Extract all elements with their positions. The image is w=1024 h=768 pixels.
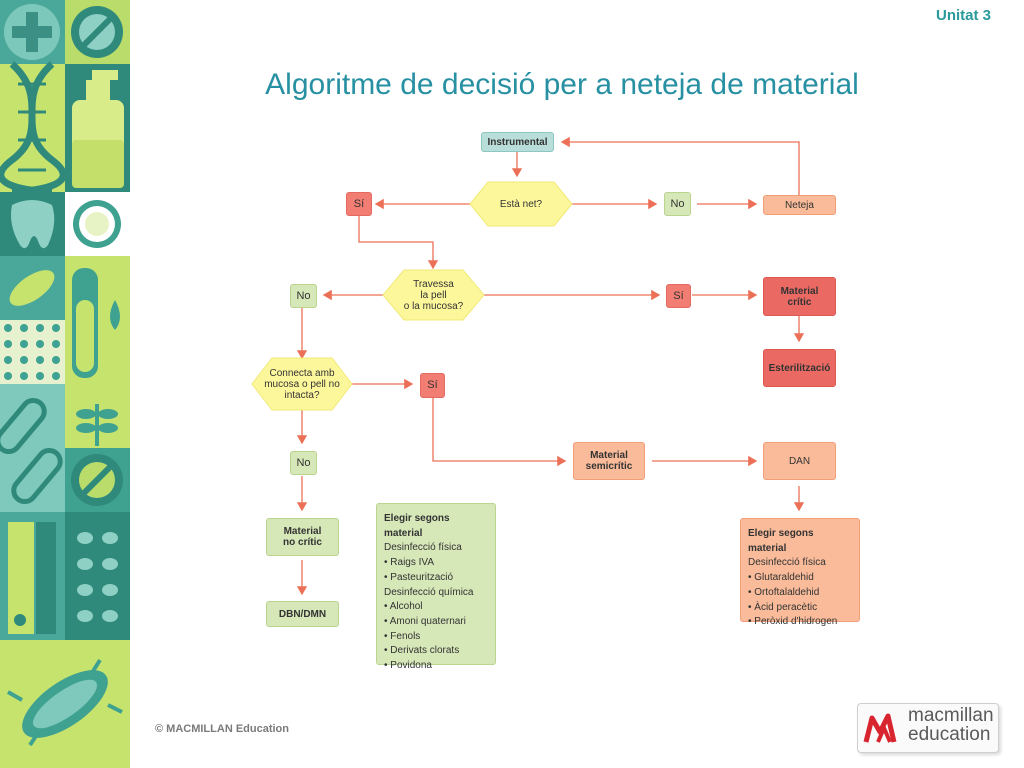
orange-disinfection-list: Elegir segons material Desinfecció físic… bbox=[740, 518, 860, 627]
green-disinfection-list: Elegir segons material Desinfecció físic… bbox=[376, 503, 496, 671]
orange-list-title: Elegir segons material bbox=[748, 528, 814, 554]
list-item: Desinfecció química bbox=[384, 586, 474, 598]
node-no-clean: No bbox=[664, 192, 691, 216]
node-no-travessa: No bbox=[290, 284, 317, 308]
list-item: Raigs IVA bbox=[384, 556, 488, 571]
node-dbn-dmn: DBN/DMN bbox=[266, 601, 339, 627]
macmillan-logo-icon bbox=[863, 713, 897, 743]
node-dan: DAN bbox=[763, 442, 836, 480]
logo-line-1: macmillan bbox=[908, 705, 994, 726]
list-item: Alcohol bbox=[384, 600, 488, 615]
logo-text: macmillan education bbox=[908, 706, 994, 744]
diamond-esta-net bbox=[469, 181, 573, 227]
list-item: Povidona bbox=[384, 659, 488, 674]
node-si-clean: Sí bbox=[346, 192, 372, 216]
page-title: Algoritme de decisió per a neteja de mat… bbox=[265, 68, 859, 101]
list-item: Peròxid d'hidrogen bbox=[748, 615, 852, 630]
node-instrumental: Instrumental bbox=[481, 132, 554, 152]
list-item: Pasteurització bbox=[384, 571, 488, 586]
diamond-travessa bbox=[382, 269, 485, 321]
list-item: Fenols bbox=[384, 630, 488, 645]
copyright-footer: © MACMILLAN Education bbox=[155, 723, 289, 735]
node-neteja: Neteja bbox=[763, 195, 836, 215]
node-esta-net: Està net? bbox=[499, 198, 543, 210]
list-item: Desinfecció física bbox=[384, 542, 462, 554]
unit-label: Unitat 3 bbox=[935, 7, 991, 24]
list-item: Glutaraldehid bbox=[748, 571, 852, 586]
node-connecta: Connecta amb mucosa o pell no intacta? bbox=[264, 367, 340, 401]
decorative-sidebar bbox=[0, 0, 130, 768]
list-item: Derivats clorats bbox=[384, 644, 488, 659]
node-travessa: Travessa la pell o la mucosa? bbox=[403, 278, 464, 312]
node-material-critic: Material crític bbox=[763, 277, 836, 316]
node-material-semicritic: Material semicrític bbox=[573, 442, 645, 480]
node-si-connecta: Sí bbox=[420, 373, 445, 398]
node-esterilitzacio: Esterilització bbox=[763, 349, 836, 387]
list-item: Ortoftalaldehid bbox=[748, 586, 852, 601]
arrow-si-to-semicritic bbox=[432, 398, 567, 467]
green-list-title: Elegir segons material bbox=[384, 513, 450, 539]
logo-line-2: education bbox=[908, 724, 991, 745]
diamond-connecta bbox=[251, 357, 353, 411]
macmillan-logo: macmillan education bbox=[857, 703, 999, 753]
arrow-neteja-to-instrumental bbox=[560, 136, 800, 195]
list-item: Àcid peracètic bbox=[748, 601, 852, 616]
list-item: Amoni quaternari bbox=[384, 615, 488, 630]
node-material-no-critic: Material no crític bbox=[266, 518, 339, 556]
node-no-connecta: No bbox=[290, 451, 317, 475]
list-item: Desinfecció física bbox=[748, 557, 826, 569]
arrow-si-to-travessa bbox=[358, 216, 439, 270]
node-si-travessa: Sí bbox=[666, 284, 691, 308]
